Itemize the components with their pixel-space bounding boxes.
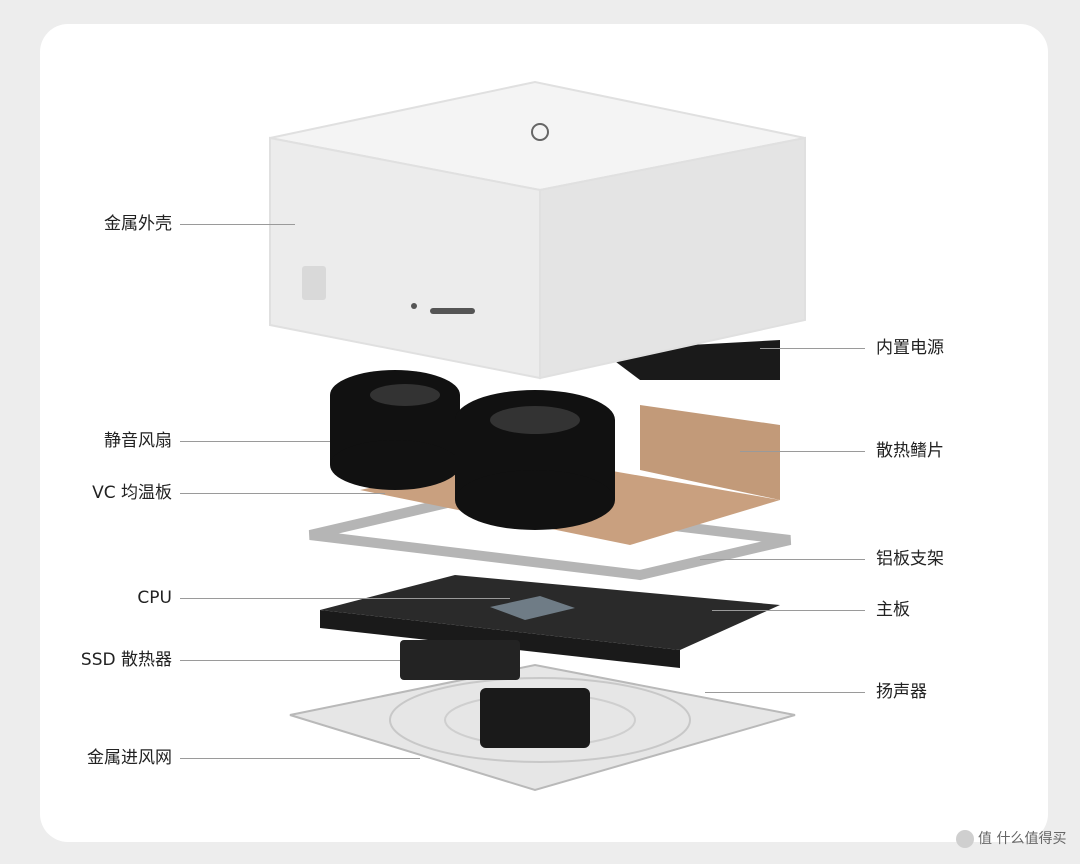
leader-line-fins bbox=[740, 451, 865, 452]
label-cpu: CPU bbox=[137, 588, 172, 608]
label-ssd-heatsink: SSD 散热器 bbox=[80, 650, 172, 670]
leader-line-fan bbox=[180, 441, 330, 442]
leader-line-cpu bbox=[180, 598, 510, 599]
leader-line-ssd bbox=[180, 660, 400, 661]
label-motherboard: 主板 bbox=[876, 600, 910, 620]
label-builtin-psu: 内置电源 bbox=[876, 338, 944, 358]
metal-shell-part bbox=[269, 80, 806, 380]
label-metal-shell: 金属外壳 bbox=[104, 214, 172, 234]
label-intake-mesh: 金属进风网 bbox=[87, 748, 172, 768]
label-aluminum-bracket: 铝板支架 bbox=[876, 549, 944, 569]
fans-part bbox=[330, 370, 615, 530]
leader-line-vc-plate bbox=[180, 493, 385, 494]
leader-line-bracket bbox=[700, 559, 865, 560]
label-heat-fins: 散热鳍片 bbox=[876, 441, 944, 461]
leader-line-metal-shell bbox=[180, 224, 295, 225]
label-speaker: 扬声器 bbox=[876, 682, 927, 702]
leader-line-psu bbox=[760, 348, 865, 349]
bracket-part bbox=[308, 494, 792, 581]
watermark-text: 值 什么值得买 bbox=[978, 831, 1067, 847]
watermark: 值 什么值得买 bbox=[956, 828, 1066, 848]
leader-line-mesh bbox=[180, 758, 420, 759]
mesh-base-part bbox=[289, 663, 796, 792]
leader-line-motherboard bbox=[712, 610, 865, 611]
smzdm-logo-icon bbox=[956, 830, 974, 848]
label-silent-fan: 静音风扇 bbox=[104, 431, 172, 451]
motherboard-part bbox=[320, 575, 780, 680]
leader-line-speaker bbox=[705, 692, 865, 693]
label-vc-plate: VC 均温板 bbox=[92, 483, 172, 503]
